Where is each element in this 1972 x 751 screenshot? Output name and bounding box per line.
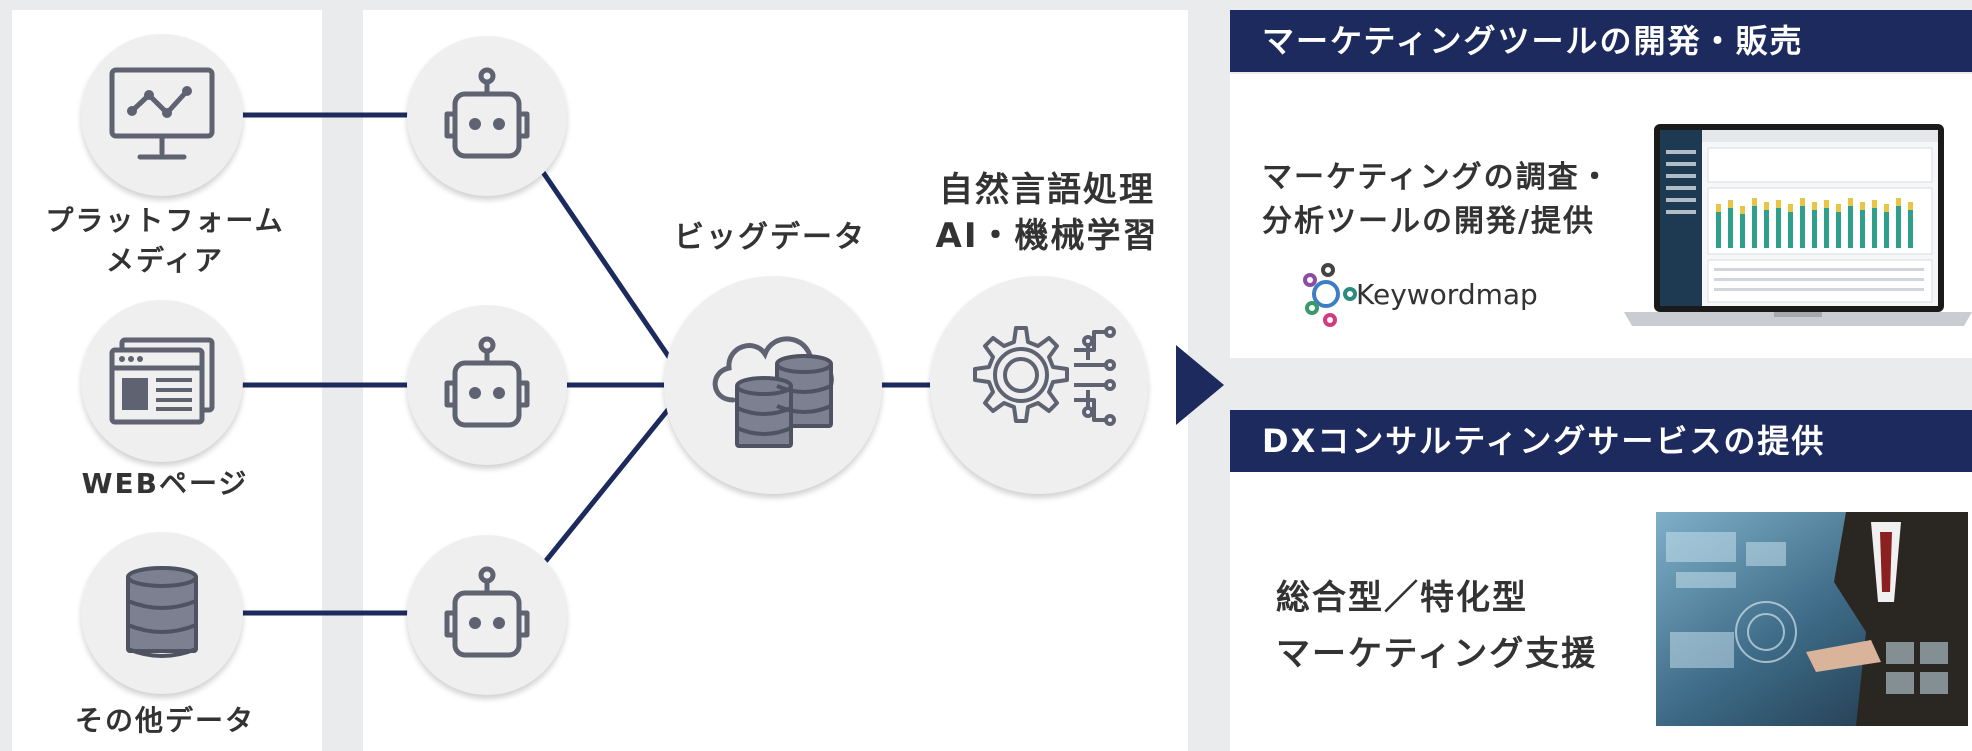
ai-circle: [930, 276, 1148, 494]
robot-icon: [444, 566, 530, 658]
business-person-hologram-image: [1656, 512, 1968, 726]
ai-label-2: AI・機械学習: [935, 216, 1159, 256]
tools-text-2: 分析ツールの開発/提供: [1262, 204, 1595, 239]
platform-media-label-1: プラットフォーム: [45, 204, 285, 237]
laptop-dashboard-image: [1624, 124, 1972, 326]
bigdata-circle: [664, 276, 882, 494]
keywordmap-logo-text: Keywordmap: [1356, 278, 1538, 311]
service-card-consulting: 総合型／特化型 マーケティング支援: [1230, 472, 1972, 751]
robot-circle-1: [407, 36, 567, 196]
consulting-text-2: マーケティング支援: [1276, 634, 1598, 674]
platform-media-circle: [81, 34, 243, 196]
robot-circle-3: [407, 535, 567, 695]
service-header-consulting: DXコンサルティングサービスの提供: [1230, 410, 1972, 472]
robot-icon: [444, 336, 530, 428]
robot-circle-2: [407, 305, 567, 465]
web-page-circle: [81, 300, 243, 462]
monitor-chart-icon: [109, 67, 215, 160]
other-data-circle: [81, 532, 243, 694]
keywordmap-logo-icon: [1303, 263, 1357, 327]
connector-robot1-hub: [529, 153, 691, 388]
keywordmap-logo: Keywordmap: [1300, 260, 1550, 330]
web-page-icon: [109, 337, 215, 425]
gear-circuit-icon: [973, 326, 1116, 426]
consulting-text-1: 総合型／特化型: [1276, 578, 1528, 618]
connector-robot3-hub: [529, 382, 691, 581]
output-arrow: [1176, 345, 1224, 425]
service-card-tools: マーケティングの調査・ 分析ツールの開発/提供 Keywordmap: [1230, 74, 1972, 358]
platform-media-label-2: メディア: [105, 244, 225, 277]
tools-text-1: マーケティングの調査・: [1262, 160, 1612, 195]
other-data-label: その他データ: [74, 704, 255, 737]
ai-label-1: 自然言語処理: [939, 170, 1155, 210]
bigdata-label: ビッグデータ: [674, 220, 866, 255]
cloud-database-icon: [712, 336, 834, 448]
service-header-tools: マーケティングツールの開発・販売: [1230, 10, 1972, 72]
database-icon: [126, 566, 198, 658]
robot-icon: [444, 67, 530, 159]
web-page-label: WEBページ: [81, 467, 249, 500]
